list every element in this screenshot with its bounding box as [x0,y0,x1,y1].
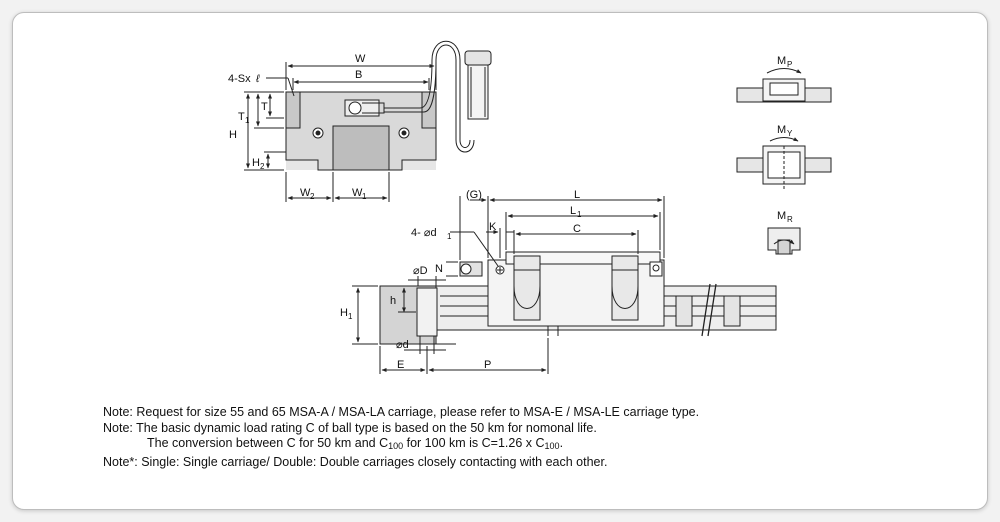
dim-screw-l: ℓ [255,73,260,85]
label-mr: M [777,210,786,222]
label-my: M [777,124,786,136]
moment-y-icon [736,137,832,190]
dim-screw: 4-Sx [228,73,251,85]
dim-h1-sub: 1 [348,312,353,321]
moment-r-icon [767,227,801,255]
label-mr-sub: R [787,215,793,224]
note-3-b: for 100 km is C=1.26 x C [403,436,545,450]
moment-labels: M P M Y M R [777,55,793,224]
dim-w: W [355,53,366,65]
dim-k: K [489,221,497,233]
note-3-c: . [559,436,564,450]
dim-l1: L [570,205,576,217]
dim-h1: H [340,307,348,319]
dim-w1-sub: 1 [362,192,367,201]
note-3-a: The conversion between C for 50 km and C [147,436,389,450]
front-view [244,40,492,202]
dim-l1-sub: 1 [577,210,582,219]
dim-d1: 4- ⌀d [411,227,437,239]
dim-h2-sub: 2 [260,162,265,171]
moment-icons [736,68,832,255]
dim-n: N [435,263,443,275]
label-mp-sub: P [787,60,792,69]
note-1: Note: Request for size 55 and 65 MSA-A /… [103,405,700,419]
side-view-labels: (G) L L 1 C 4- ⌀d 1 K N ⌀D H 1 h ⌀d E P [340,189,582,371]
dim-dd: ⌀D [413,265,428,277]
notes-block: Note: Request for size 55 and 65 MSA-A /… [103,405,963,470]
note-3: The conversion between C for 50 km and C… [103,436,963,455]
dim-b: B [355,69,362,81]
dim-w1: W [352,187,363,199]
dim-t1-sub: 1 [245,116,250,125]
label-mp: M [777,55,786,67]
dim-e: E [397,359,404,371]
dim-h: H [229,129,237,141]
dim-d-small: ⌀d [396,339,409,351]
dim-c: C [573,223,581,235]
front-view-labels: W B 4-Sx ℓ T 1 T H H 2 W 2 W 1 [228,53,367,201]
side-view [352,196,777,374]
note-3-sub2: 100 [544,441,560,451]
moment-p-icon [736,68,832,103]
dim-w2-sub: 2 [310,192,315,201]
dim-h-small: h [390,295,396,307]
dim-g: (G) [466,189,482,201]
note-4: Note*: Single: Single carriage/ Double: … [103,454,608,469]
dim-t: T [261,101,268,113]
dim-t1: T [238,111,245,123]
note-2: Note: The basic dynamic load rating C of… [103,420,597,435]
dim-h2: H [252,157,260,169]
dim-w2: W [300,187,311,199]
label-my-sub: Y [787,129,793,138]
dim-d1-sub: 1 [447,232,452,241]
dim-l: L [574,189,580,201]
dim-p: P [484,359,491,371]
note-3-sub1: 100 [388,441,404,451]
